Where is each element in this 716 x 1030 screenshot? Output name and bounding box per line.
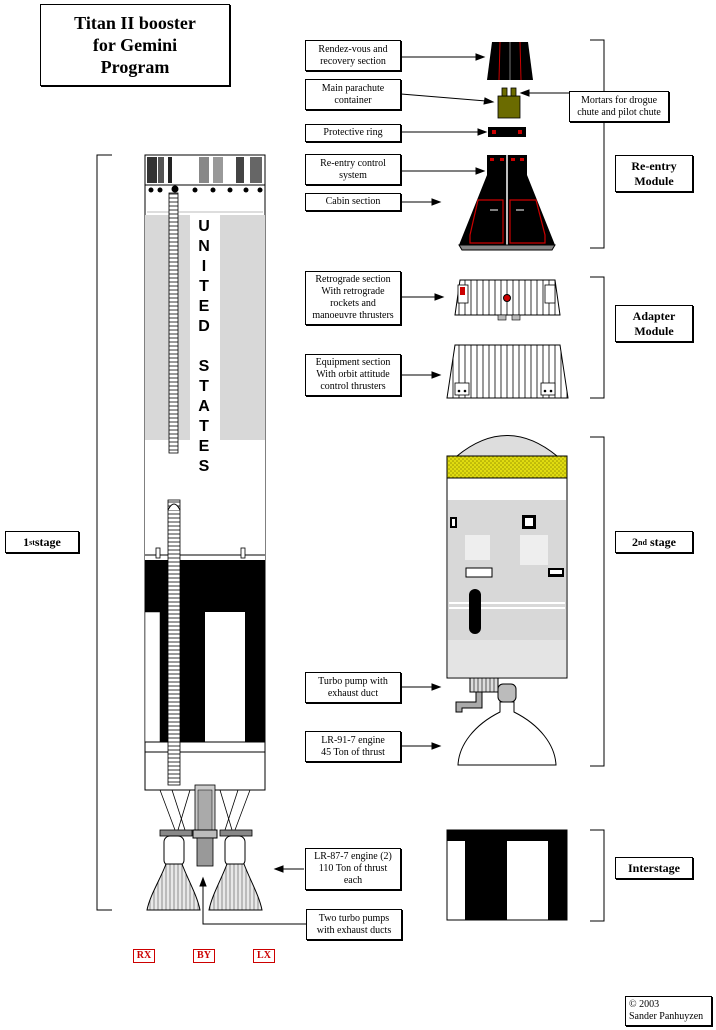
interstage xyxy=(446,829,568,921)
engine-code-lx: LX xyxy=(253,949,275,963)
first-stage-suffix: st xyxy=(29,537,35,547)
label-turbo-pump: Turbo pump with exhaust duct xyxy=(305,672,401,703)
label-mortars: Mortars for drogue chute and pilot chute xyxy=(569,91,669,122)
second-stage-rocket xyxy=(446,435,568,679)
second-stage-bracket xyxy=(590,436,605,767)
rendezvous-section xyxy=(487,41,533,81)
label-interstage: Interstage xyxy=(615,857,693,879)
lettering-char: U xyxy=(198,218,210,235)
label-reentry-control: Re-entry control system xyxy=(305,154,401,185)
reentry-bracket xyxy=(590,39,605,249)
parachute-container xyxy=(497,87,521,119)
interstage-bracket xyxy=(590,829,605,922)
label-two-turbo-pumps: Two turbo pumps with exhaust ducts xyxy=(306,909,402,940)
lettering-char: T xyxy=(199,278,209,295)
engine-code-rx: RX xyxy=(133,949,155,963)
label-lr87-engine: LR-87-7 engine (2) 110 Ton of thrust eac… xyxy=(305,848,401,890)
second-stage-number: 2 xyxy=(632,534,639,549)
label-rendezvous-section: Rendez-vous and recovery section xyxy=(305,40,401,71)
label-equipment-section: Equipment section With orbit attitude co… xyxy=(305,354,401,396)
lettering-char: S xyxy=(198,358,210,375)
cabin-section xyxy=(458,175,556,251)
label-cabin-section: Cabin section xyxy=(305,193,401,211)
lettering-char: I xyxy=(201,258,207,275)
lettering-char: E xyxy=(198,298,210,315)
lettering-char: T xyxy=(199,418,209,435)
label-reentry-module: Re-entry Module xyxy=(615,155,693,192)
first-stage-number: 1 xyxy=(23,534,30,549)
lettering-char xyxy=(193,337,215,357)
diagram-title: Titan II booster for Gemini Program xyxy=(40,4,230,86)
lettering-char: T xyxy=(199,378,209,395)
first-stage-rocket xyxy=(144,154,266,791)
lettering-char: S xyxy=(198,458,210,475)
lettering-char: N xyxy=(198,238,210,255)
engine-code-by: BY xyxy=(193,949,215,963)
adapter-bracket xyxy=(590,276,605,399)
lettering-char: A xyxy=(198,398,210,415)
first-stage-word: stage xyxy=(34,534,61,549)
equipment-section xyxy=(446,344,569,399)
callout-arrows xyxy=(199,53,569,925)
lettering-char: E xyxy=(198,438,210,455)
label-protective-ring: Protective ring xyxy=(305,124,401,142)
lettering-char: D xyxy=(198,318,210,335)
retrograde-section xyxy=(454,279,561,321)
label-parachute-container: Main parachute container xyxy=(305,79,401,110)
label-retrograde-section: Retrograde section With retrograde rocke… xyxy=(305,271,401,325)
reentry-control-section xyxy=(487,155,527,175)
label-adapter-module: Adapter Module xyxy=(615,305,693,342)
first-stage-bracket xyxy=(96,154,112,911)
first-stage-engines xyxy=(146,784,263,911)
label-lr91-engine: LR-91-7 engine 45 Ton of thrust xyxy=(305,731,401,762)
credit-box: © 2003 Sander Panhuyzen xyxy=(625,996,712,1026)
second-stage-suffix: nd xyxy=(638,537,647,547)
second-stage-engine xyxy=(455,677,557,766)
second-stage-word: stage xyxy=(646,534,676,549)
protective-ring xyxy=(488,127,526,137)
